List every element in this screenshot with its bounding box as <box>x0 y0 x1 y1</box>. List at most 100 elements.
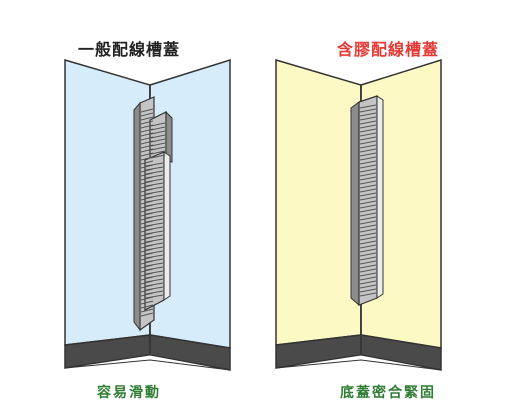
duct-slot <box>145 238 164 243</box>
duct-slot <box>359 228 377 233</box>
duct-slot <box>359 152 377 157</box>
floor <box>275 354 442 371</box>
duct-slot <box>150 130 166 135</box>
duct-slot <box>359 192 377 197</box>
duct-slot <box>145 254 164 259</box>
duct-slot <box>359 148 377 153</box>
duct-slot <box>359 212 377 217</box>
duct-slot <box>145 174 164 179</box>
duct-slot <box>145 286 164 291</box>
duct-slot <box>359 272 377 277</box>
duct-slot <box>145 234 164 239</box>
duct-slot <box>359 252 377 257</box>
duct-slot <box>145 246 164 251</box>
duct-slots-right <box>359 104 377 297</box>
duct-slot <box>359 168 377 173</box>
duct-slot <box>145 250 164 255</box>
duct-slot <box>145 242 164 247</box>
duct-slot <box>150 138 166 143</box>
panel-general-duct-cover: 一般配線槽蓋 容易滑動 <box>0 0 258 416</box>
duct-slot <box>145 202 164 207</box>
corner-wall-illustration <box>64 58 231 371</box>
duct-slots-left <box>140 108 166 317</box>
duct-slot <box>145 226 164 231</box>
duct-slot <box>140 312 154 317</box>
duct-slot <box>359 220 377 225</box>
duct-slot <box>145 222 164 227</box>
duct-slot <box>359 120 377 125</box>
duct-slot <box>145 218 164 223</box>
duct-slot <box>359 188 377 193</box>
corner-wall-illustration <box>275 58 442 371</box>
duct-slot <box>145 170 164 175</box>
duct-slot <box>145 206 164 211</box>
floor <box>64 354 231 371</box>
panel-title: 含膠配線槽蓋 <box>336 40 439 59</box>
cable-duct-sliding <box>133 96 173 332</box>
duct-slot <box>145 178 164 183</box>
duct-slot <box>145 294 164 299</box>
duct-slot <box>359 224 377 229</box>
duct-slot <box>359 208 377 213</box>
duct-slot <box>359 116 377 121</box>
duct-slot <box>359 236 377 241</box>
duct-slot <box>140 308 154 313</box>
cable-duct-secured <box>350 95 384 307</box>
duct-slot <box>140 120 154 125</box>
duct-slot <box>359 196 377 201</box>
duct-slot <box>359 288 377 293</box>
duct-slot <box>145 270 164 275</box>
duct-slot <box>359 112 377 117</box>
duct-slot <box>150 146 166 151</box>
duct-slot <box>359 164 377 169</box>
duct-slot <box>150 142 166 147</box>
duct-slot <box>359 140 377 145</box>
duct-slot <box>359 108 377 113</box>
duct-slot <box>359 128 377 133</box>
panel-caption: 底蓋密合緊固 <box>340 385 436 401</box>
duct-slot <box>145 214 164 219</box>
duct-slot <box>359 260 377 265</box>
duct-slot <box>359 156 377 161</box>
duct-slot <box>359 292 377 297</box>
duct-slot <box>359 180 377 185</box>
duct-slot <box>359 136 377 141</box>
duct-slot <box>359 132 377 137</box>
duct-slot <box>359 256 377 261</box>
duct-slot <box>359 160 377 165</box>
duct-slot <box>359 232 377 237</box>
duct-slot <box>359 280 377 285</box>
duct-slot <box>150 126 166 131</box>
panel-adhesive-duct-cover: 含膠配線槽蓋 底蓋密合緊固 <box>259 0 517 416</box>
duct-slot <box>140 112 154 117</box>
duct-slot <box>150 134 166 139</box>
duct-slot <box>140 300 154 305</box>
duct-slot <box>140 160 154 165</box>
duct-slot <box>140 304 154 309</box>
duct-slot <box>145 210 164 215</box>
duct-slot <box>359 240 377 245</box>
duct-slot <box>145 266 164 271</box>
duct-slot <box>145 194 164 199</box>
duct-slot <box>145 162 164 167</box>
duct-slot <box>359 104 377 109</box>
duct-slot <box>359 264 377 269</box>
duct-slot <box>359 176 377 181</box>
duct-slot <box>145 198 164 203</box>
panel-caption: 容易滑動 <box>97 385 161 401</box>
duct-slot <box>140 116 154 121</box>
duct-slot <box>359 204 377 209</box>
duct-slot <box>145 166 164 171</box>
duct-slot <box>145 258 164 263</box>
duct-slot <box>359 284 377 289</box>
duct-slot <box>359 276 377 281</box>
duct-slot <box>145 274 164 279</box>
duct-slot <box>150 154 166 159</box>
duct-slot <box>359 248 377 253</box>
duct-slot <box>359 172 377 177</box>
duct-slot <box>145 282 164 287</box>
duct-slot <box>145 190 164 195</box>
left-wall <box>275 58 362 346</box>
panel-title: 一般配線槽蓋 <box>77 40 180 59</box>
duct-slot <box>145 186 164 191</box>
